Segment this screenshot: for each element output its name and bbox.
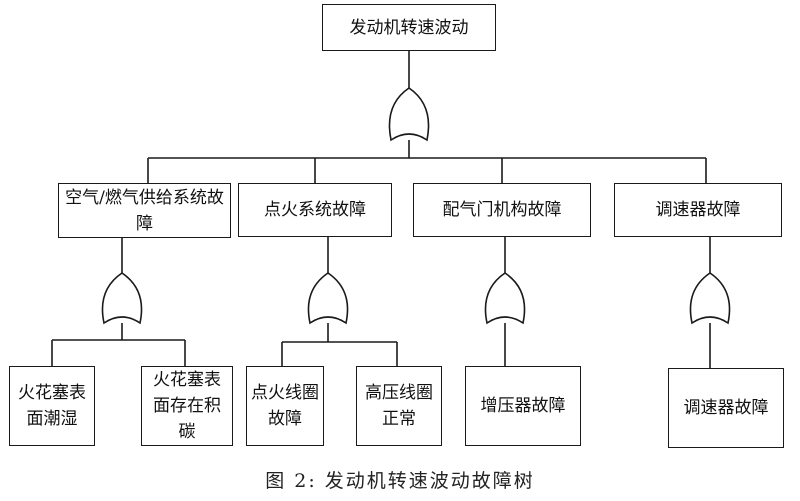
or-gate-2: [307, 272, 349, 325]
figure-caption: 图 2: 发动机转速波动故障树: [265, 470, 535, 492]
intermediate-event-3: 配气门机构故障: [413, 183, 591, 237]
or-gate-4: [689, 272, 731, 325]
basic-event-5: 增压器故障: [465, 366, 581, 446]
intermediate-event-4: 调速器故障: [614, 183, 782, 237]
or-gate-1: [101, 272, 143, 325]
basic-event-6: 调速器故障: [668, 368, 784, 448]
top-event-box: 发动机转速波动: [322, 4, 496, 51]
basic-event-1: 火花塞表面潮湿: [9, 366, 95, 446]
or-gate-top: [388, 87, 430, 142]
basic-event-3: 点火线圈故障: [246, 366, 324, 446]
intermediate-event-1: 空气/燃气供给系统故障: [58, 183, 231, 238]
basic-event-4: 高压线圈正常: [356, 366, 442, 446]
basic-event-2: 火花塞表面存在积碳: [141, 366, 233, 446]
intermediate-event-2: 点火系统故障: [238, 183, 392, 237]
or-gate-3: [484, 272, 526, 325]
